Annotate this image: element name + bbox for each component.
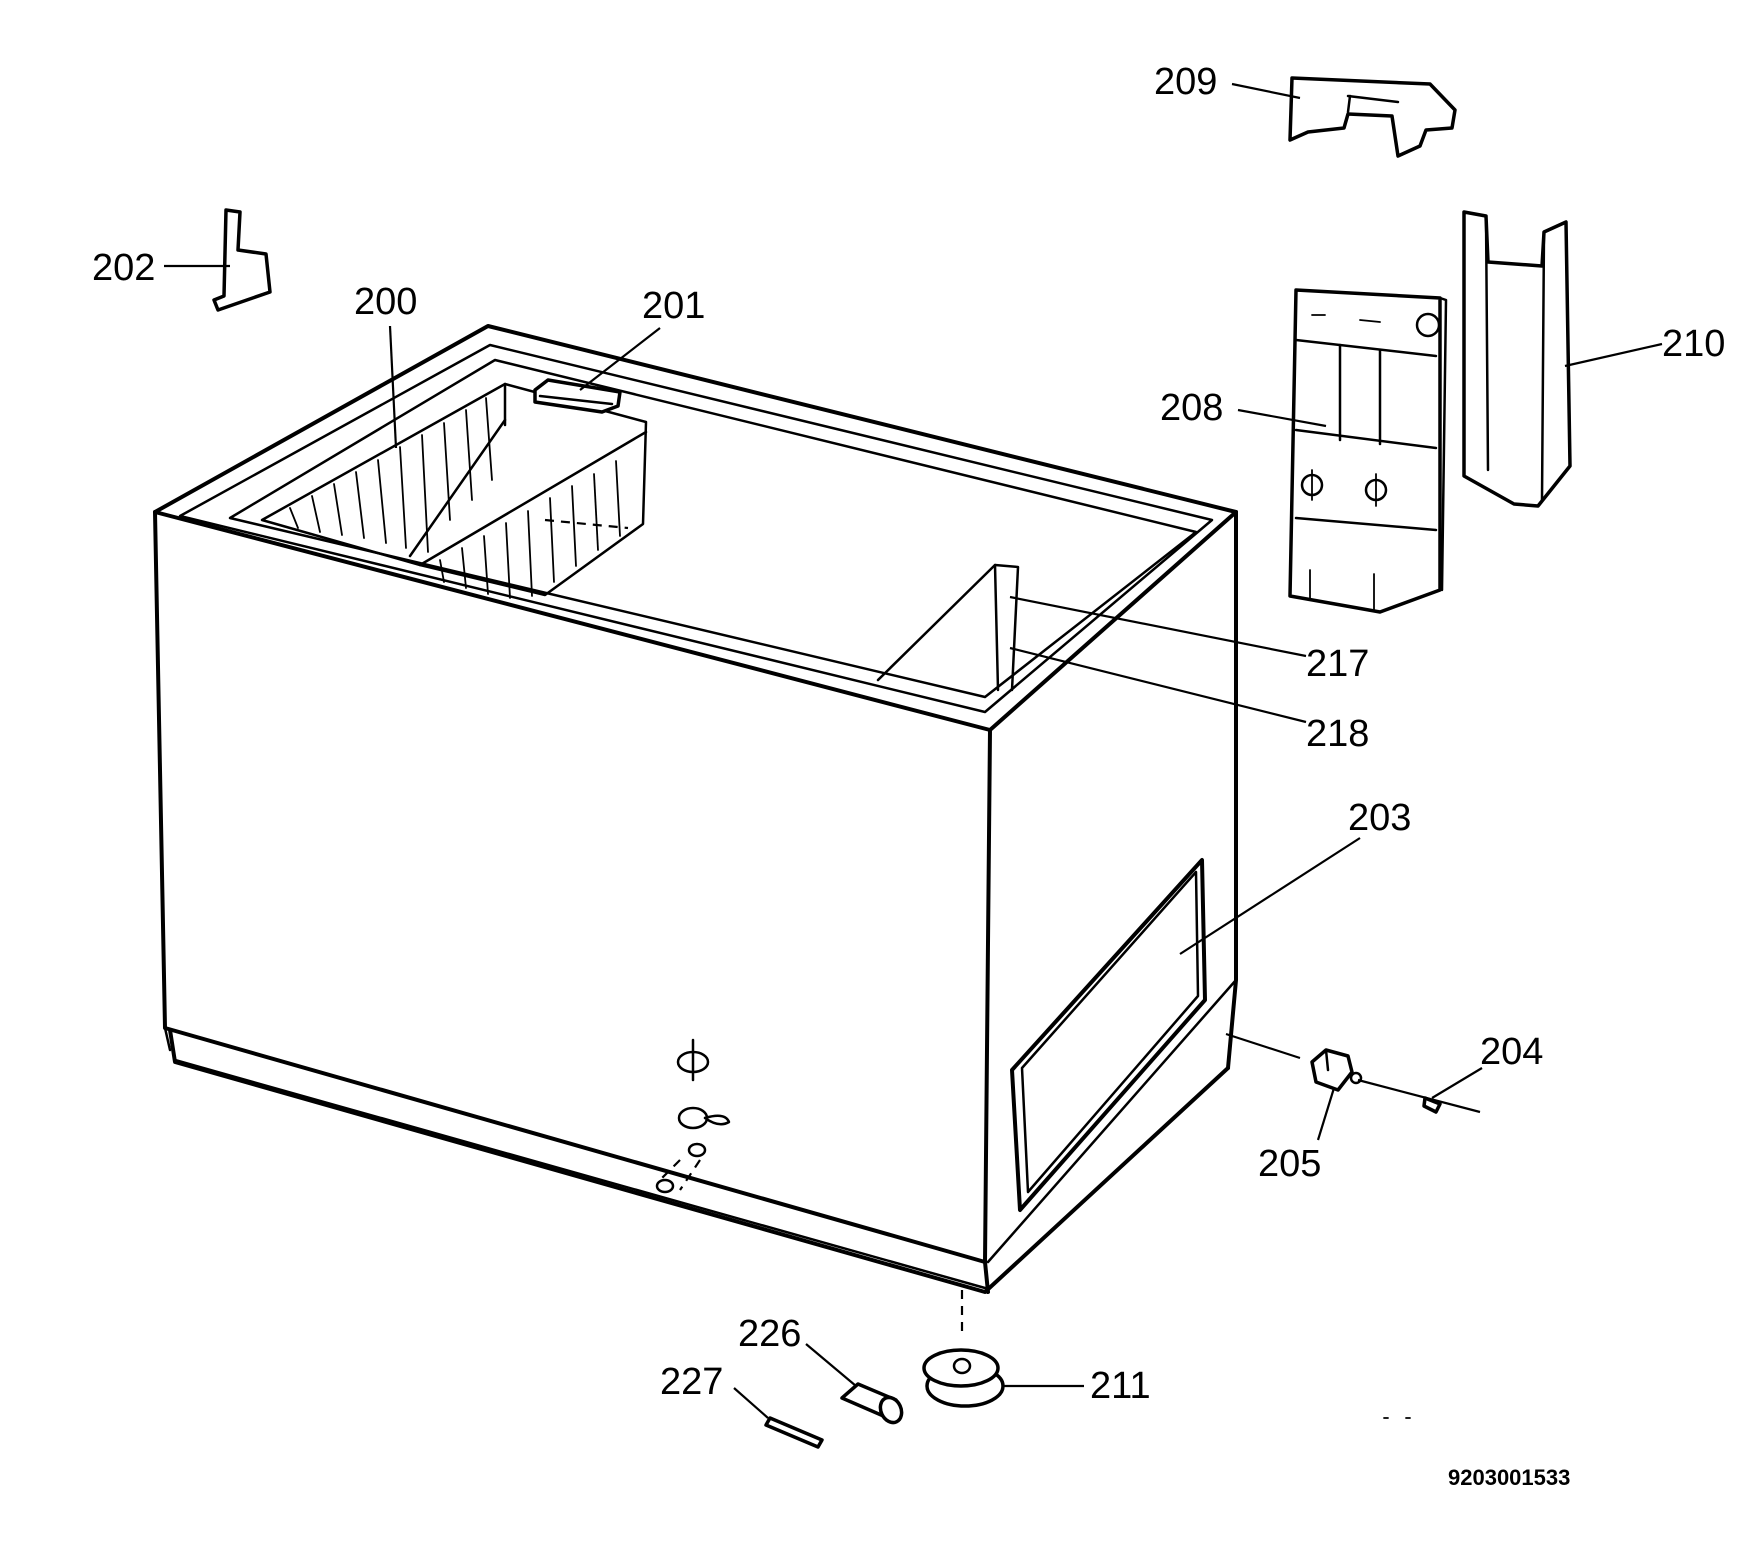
channel-cover-210 <box>1462 210 1572 508</box>
label-203: 203 <box>1348 797 1411 839</box>
grille-panel-203 <box>1010 858 1207 1212</box>
basket <box>260 382 648 599</box>
part-labels: 202 200 201 209 210 208 217 218 203 204 … <box>92 61 1725 1407</box>
label-204: 204 <box>1480 1031 1543 1073</box>
foot-211 <box>922 1290 1005 1408</box>
label-202: 202 <box>92 247 155 289</box>
label-208: 208 <box>1160 387 1223 429</box>
label-211: 211 <box>1090 1365 1151 1407</box>
clip-part-201 <box>533 378 622 414</box>
relay-housing-208 <box>1288 288 1448 614</box>
knob-205 <box>1310 1048 1363 1092</box>
label-210: 210 <box>1662 323 1725 365</box>
label-226: 226 <box>738 1313 801 1355</box>
label-217: 217 <box>1306 643 1369 685</box>
pin-227 <box>764 1416 824 1449</box>
label-201: 201 <box>642 285 705 327</box>
document-number: 9203001533 <box>1448 1465 1570 1490</box>
leader-lines <box>164 82 1663 1419</box>
screw-204 <box>1422 1096 1442 1114</box>
cover-part-209 <box>1288 76 1457 158</box>
label-200: 200 <box>354 281 417 323</box>
roller-226 <box>840 1382 904 1425</box>
hinge-bracket-202 <box>212 208 272 312</box>
label-209: 209 <box>1154 61 1217 103</box>
label-205: 205 <box>1258 1143 1321 1185</box>
label-227: 227 <box>660 1361 723 1403</box>
label-218: 218 <box>1306 713 1369 755</box>
freezer-cabinet <box>153 324 1238 1294</box>
foot-assembly <box>655 1038 731 1194</box>
